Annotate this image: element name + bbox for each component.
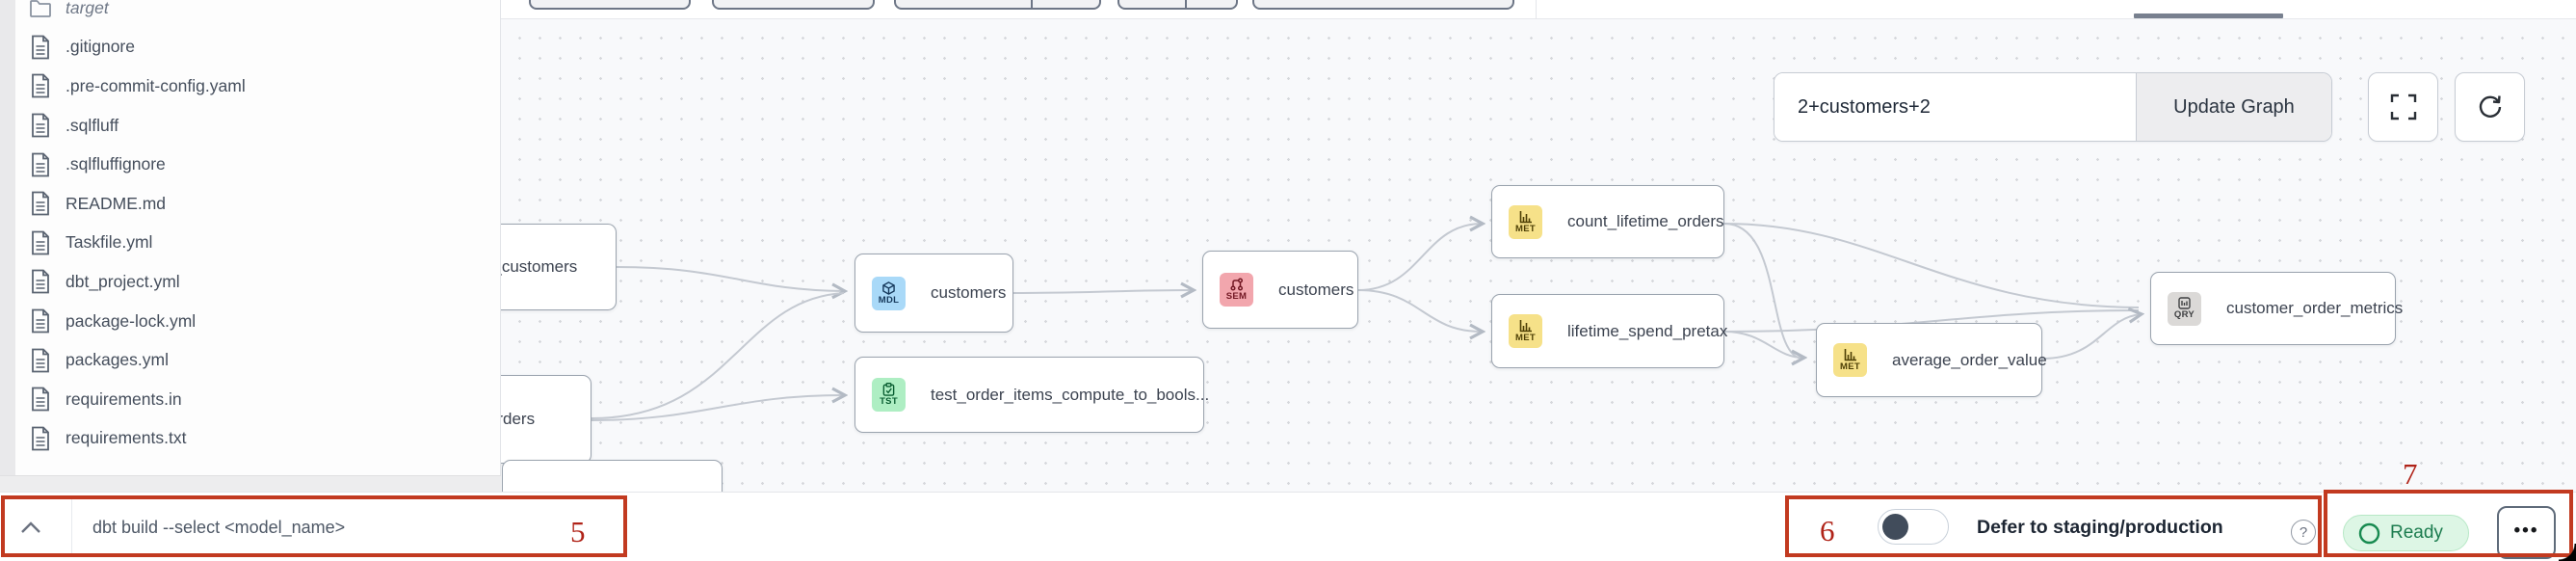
- node-label: customer_order_metrics: [2226, 299, 2404, 317]
- toolbar-cut-button-1[interactable]: [529, 0, 691, 10]
- query-report-icon: QRY: [2168, 291, 2201, 326]
- file-item[interactable]: package-lock.yml: [15, 302, 500, 341]
- button-divider: [1031, 0, 1033, 8]
- file-item[interactable]: requirements.in: [15, 380, 500, 419]
- graph-selector-group: Update Graph: [1774, 72, 2332, 142]
- folder-item-target[interactable]: target: [15, 0, 500, 28]
- test-clipboard-icon: TST: [872, 378, 906, 412]
- annotation-number-6: 6: [1820, 514, 1835, 548]
- file-item[interactable]: requirements.txt: [15, 419, 500, 459]
- file-item[interactable]: .sqlfluffignore: [15, 145, 500, 184]
- help-icon[interactable]: ?: [2291, 520, 2316, 545]
- annotation-number-5: 5: [570, 515, 586, 548]
- fullscreen-button[interactable]: [2368, 72, 2438, 142]
- file-icon: [32, 348, 49, 373]
- toolbar-divider: [1536, 0, 1537, 19]
- node-label: test_order_items_compute_to_bools...: [931, 385, 1210, 404]
- toolbar-cut-button-2[interactable]: [712, 0, 875, 10]
- bottom-bar-divider: [71, 498, 72, 556]
- toolbar-cut-button-5[interactable]: [1252, 0, 1514, 10]
- file-icon: [32, 270, 49, 294]
- file-item[interactable]: dbt_project.yml: [15, 262, 500, 302]
- file-item[interactable]: .gitignore: [15, 28, 500, 67]
- node-label: average_order_value: [1892, 350, 2047, 369]
- node-label: customers: [1278, 280, 1354, 299]
- node-label: lifetime_spend_pretax: [1567, 321, 1728, 340]
- toolbar-cut-button-3[interactable]: [894, 0, 1101, 10]
- active-tab-underline: [2134, 13, 2283, 18]
- metric-chart-icon: MET: [1509, 314, 1542, 348]
- node-orders[interactable]: orders: [501, 375, 591, 464]
- file-icon: [32, 191, 49, 216]
- toggle-knob: [1882, 513, 1908, 540]
- sidebar-scrollbar-track[interactable]: [0, 0, 15, 492]
- node-lifetime-spend-pretax[interactable]: MET lifetime_spend_pretax: [1491, 294, 1728, 368]
- node-label: stg_customers: [501, 257, 578, 276]
- fullscreen-icon: [2390, 94, 2416, 120]
- node-test-order-items[interactable]: TST test_order_items_compute_to_bools...: [854, 357, 1209, 433]
- folder-icon: [30, 0, 51, 18]
- toolbar-cut-button-4[interactable]: [1117, 0, 1238, 10]
- file-icon: [32, 74, 49, 98]
- expand-panel-button[interactable]: [12, 510, 50, 545]
- refresh-button[interactable]: [2455, 72, 2525, 142]
- file-icon: [32, 308, 49, 334]
- lineage-edges: [591, 19, 2576, 421]
- node-partial-bottom[interactable]: [502, 460, 723, 492]
- chevron-up-icon: [21, 521, 40, 533]
- top-toolbar-strip: [501, 0, 2576, 19]
- file-list: target .gitignore .pre-commit-config.yam…: [15, 0, 500, 458]
- file-icon: [32, 113, 49, 138]
- file-item[interactable]: Taskfile.yml: [15, 224, 500, 263]
- file-item[interactable]: packages.yml: [15, 340, 500, 380]
- sidebar-bottom-scrollbar[interactable]: [0, 475, 501, 492]
- node-label: customers: [931, 283, 1007, 302]
- defer-label: Defer to staging/production: [1977, 516, 2223, 538]
- node-label: count_lifetime_orders: [1567, 212, 1724, 230]
- button-divider: [1185, 0, 1187, 8]
- command-bottom-bar: dbt build --select <model_name> 5 6 Defe…: [0, 492, 2576, 561]
- status-ring-icon: [2358, 522, 2380, 544]
- file-item[interactable]: .pre-commit-config.yaml: [15, 67, 500, 106]
- defer-toggle[interactable]: [1878, 509, 1949, 545]
- update-graph-button[interactable]: Update Graph: [2136, 73, 2331, 141]
- file-icon: [32, 35, 49, 60]
- semantic-branch-icon: SEM: [1220, 273, 1253, 307]
- file-icon: [32, 387, 49, 412]
- status-label: Ready: [2390, 522, 2443, 543]
- node-customers-model[interactable]: MDL customers: [854, 254, 1013, 333]
- file-icon: [32, 230, 49, 255]
- node-customers-semantic[interactable]: SEM customers: [1202, 251, 1358, 329]
- metric-chart-icon: MET: [1509, 204, 1542, 239]
- node-average-order-value[interactable]: MET average_order_value: [1816, 323, 2047, 397]
- file-icon: [32, 426, 49, 451]
- metric-chart-icon: MET: [1833, 343, 1867, 377]
- node-customer-order-metrics[interactable]: QRY customer_order_metrics: [2150, 272, 2403, 345]
- file-icon: [32, 152, 49, 177]
- lineage-graph-canvas[interactable]: stg_customers orders MDL customers TST: [501, 19, 2576, 492]
- file-explorer-sidebar: target .gitignore .pre-commit-config.yam…: [0, 0, 501, 492]
- model-cube-icon: MDL: [872, 276, 906, 310]
- file-item[interactable]: .sqlfluff: [15, 106, 500, 146]
- graph-selector-input[interactable]: [1774, 73, 2136, 141]
- command-input[interactable]: dbt build --select <model_name>: [92, 517, 346, 537]
- refresh-icon: [2479, 95, 2501, 118]
- node-stg-customers[interactable]: stg_customers: [501, 224, 617, 310]
- node-count-lifetime-orders[interactable]: MET count_lifetime_orders: [1491, 185, 1724, 258]
- node-label: orders: [501, 410, 536, 428]
- overflow-menu-button[interactable]: •••: [2497, 506, 2556, 559]
- status-badge[interactable]: Ready: [2343, 515, 2469, 551]
- file-item[interactable]: README.md: [15, 184, 500, 224]
